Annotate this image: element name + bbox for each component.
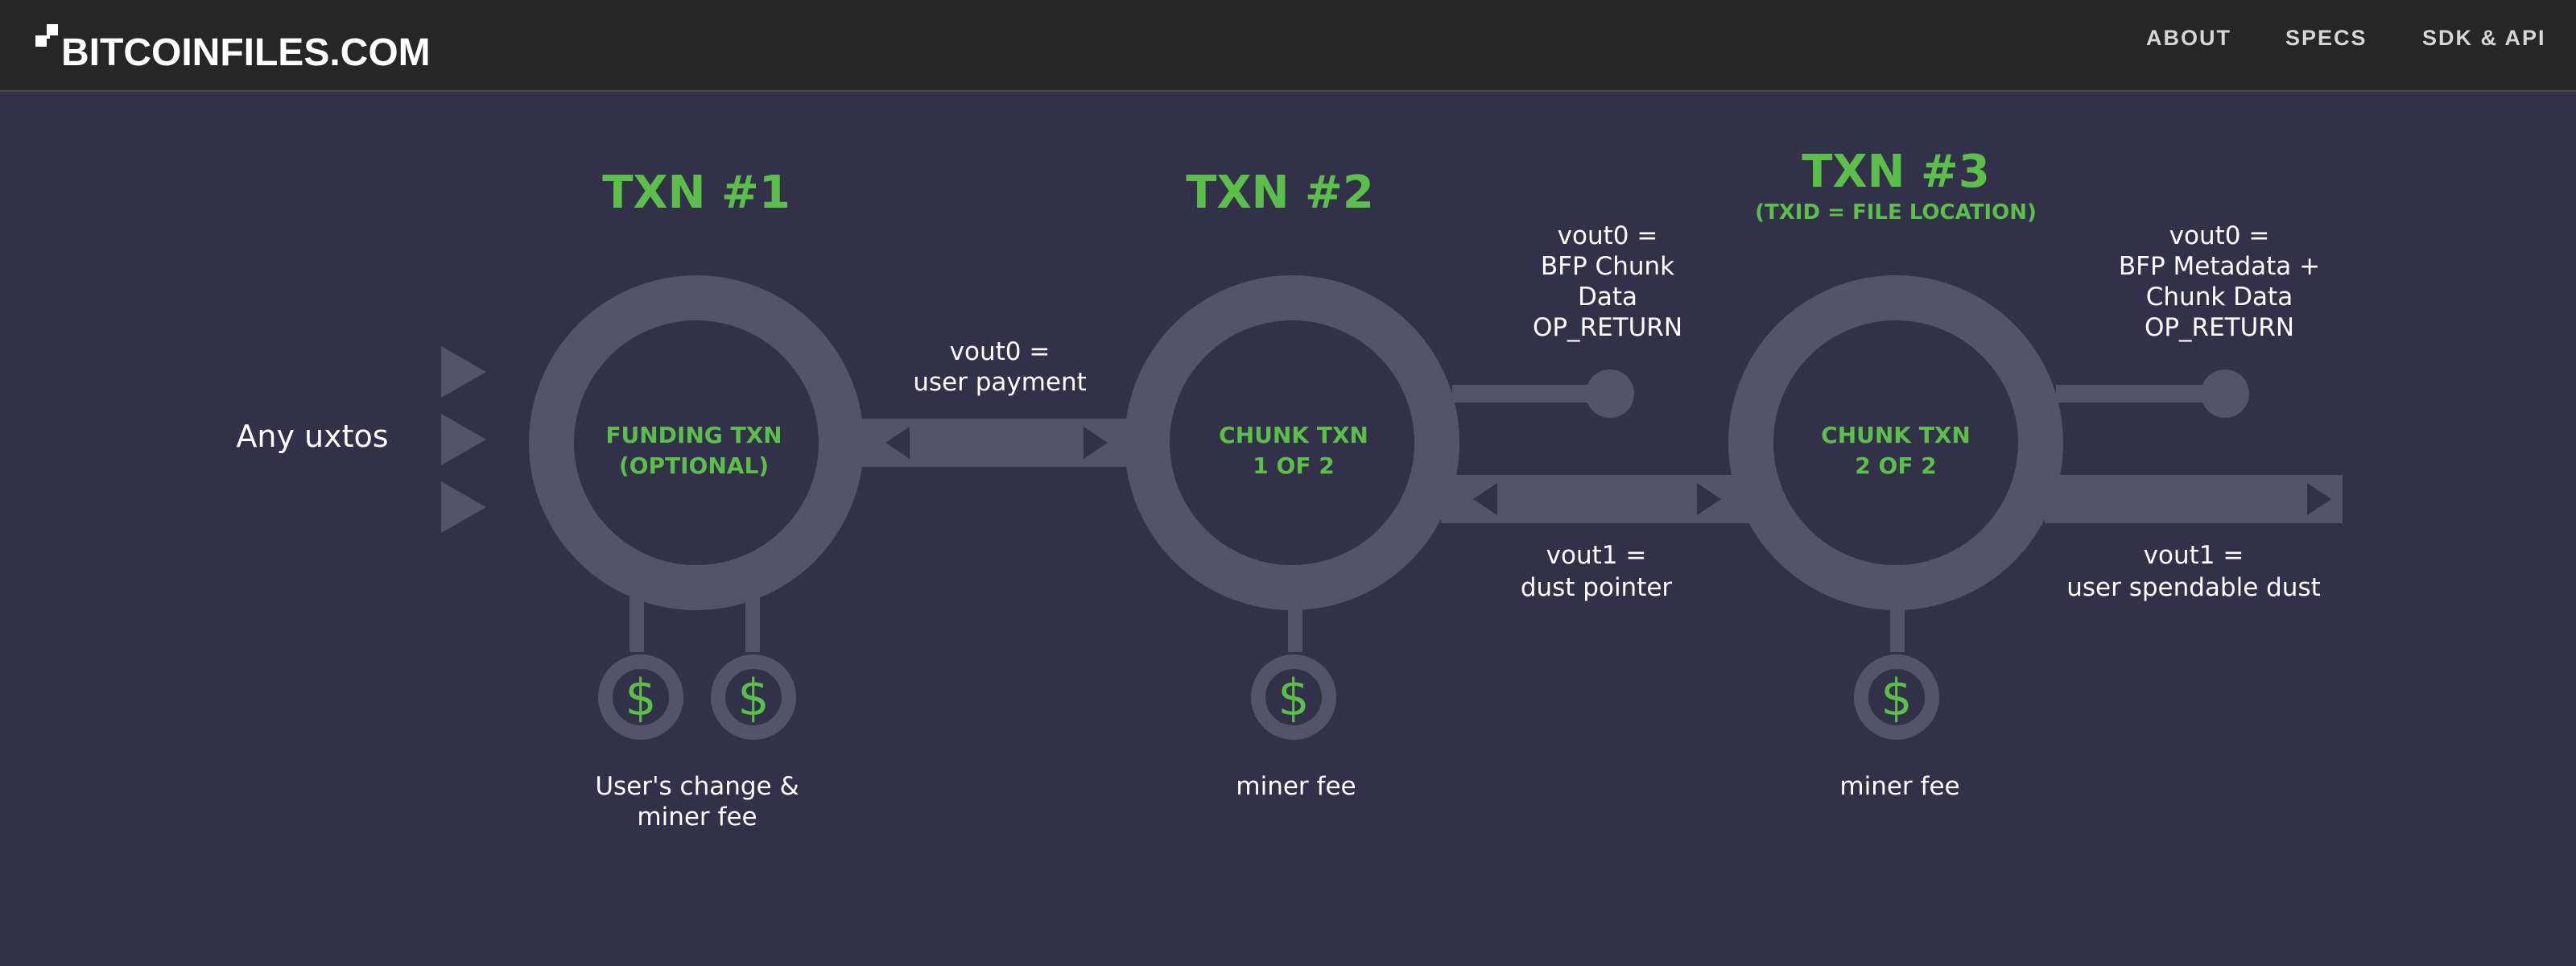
arrow-left-icon: [886, 427, 910, 459]
arrow-right-icon: [2307, 483, 2331, 515]
txn-titles: TXN #1 TXN #2 TXN #3 (TXID = FILE LOCATI…: [602, 146, 2037, 225]
txn2-title: TXN #2: [1186, 167, 1374, 219]
link1-label: vout0 =: [950, 337, 1051, 366]
txn1-ring: [529, 275, 864, 610]
link-arrowheads: [886, 427, 2331, 515]
arrow-right-icon: [1084, 427, 1108, 459]
txn3-vout0-pin-head: [2201, 369, 2249, 418]
arrow-right-icon: [1697, 483, 1721, 515]
txn2-circle-label: 1 OF 2: [1253, 452, 1334, 479]
nav-link-about[interactable]: ABOUT: [2146, 26, 2231, 50]
txn3-vout1-label: user spendable dust: [2066, 573, 2321, 602]
dollar-icon: $: [737, 668, 769, 727]
bitcoinfiles-logo-icon: [35, 24, 58, 47]
txn2-vout0-label: BFP Chunk: [1541, 252, 1674, 281]
txn2-vout1-label: vout1 =: [1546, 541, 1647, 570]
txn2-vout0-pin: [1452, 385, 1597, 402]
txn2-fee-label: miner fee: [1236, 772, 1356, 801]
arrow-left-icon: [1473, 483, 1497, 515]
txn3-fee-stem: [1890, 596, 1905, 652]
nav-link-sdk-api[interactable]: SDK & API: [2422, 26, 2546, 50]
txn2-circle-label: CHUNK TXN: [1219, 422, 1368, 448]
txn2-vout1-label: dust pointer: [1521, 573, 1673, 602]
txn2-ring: [1125, 275, 1459, 610]
dollar-icon: $: [625, 668, 656, 727]
txn1-circle-label: (OPTIONAL): [619, 452, 769, 479]
txn1-fee-label: miner fee: [637, 803, 757, 832]
dollar-coin-icon: [1251, 654, 1336, 740]
txn3-vout0-label: BFP Metadata +: [2119, 252, 2320, 281]
link1-label: user payment: [913, 368, 1087, 397]
nav-link-specs[interactable]: SPECS: [2285, 26, 2368, 50]
diagram-shapes: [441, 275, 2343, 740]
txn3-vout1-bar: [2045, 475, 2343, 523]
txn1-circle-label: FUNDING TXN: [605, 422, 782, 448]
txn2-fee-stem: [1288, 596, 1302, 652]
txn3-vout1-label: vout1 =: [2144, 541, 2244, 570]
brand-name: BITCOINFILES.COM: [61, 31, 431, 74]
txn2-vout0-label: Data: [1578, 283, 1637, 312]
txn1-fee-stem: [630, 596, 644, 652]
txn3-vout0-label: OP_RETURN: [2145, 313, 2294, 342]
txn3-title: TXN #3: [1802, 146, 1990, 198]
txn2-vout0-label: vout0 =: [1558, 221, 1658, 250]
txn3-subtitle: (TXID = FILE LOCATION): [1755, 200, 2037, 225]
txn1-title: TXN #1: [602, 167, 791, 219]
dollar-coin-icon: [711, 654, 796, 740]
txn2-vout0-pin-head: [1586, 369, 1634, 418]
txn3-vout0-pin: [2056, 385, 2217, 402]
dollar-coin-icon: [1854, 654, 1939, 740]
txn3-vout0-label: Chunk Data: [2146, 283, 2293, 312]
txn2-vout0-label: OP_RETURN: [1533, 313, 1682, 342]
dollar-icon: $: [1880, 668, 1912, 727]
top-navbar: BITCOINFILES.COM ABOUT SPECS SDK & API: [0, 0, 2576, 92]
white-labels: Any uxtos vout0 = user payment vout0 = B…: [236, 221, 2320, 832]
txn1-fee-label: User's change &: [595, 772, 799, 801]
input-arrow-icon: [441, 346, 486, 398]
input-arrow-icon: [441, 414, 486, 465]
circle-labels: FUNDING TXN (OPTIONAL) CHUNK TXN 1 OF 2 …: [605, 422, 1970, 479]
brand-logo[interactable]: BITCOINFILES.COM: [34, 13, 452, 77]
input-label: Any uxtos: [236, 419, 388, 454]
txn3-ring: [1728, 275, 2063, 610]
txn3-fee-label: miner fee: [1839, 772, 1959, 801]
txn3-circle-label: CHUNK TXN: [1821, 422, 1971, 448]
txn1-fee-stem: [745, 596, 760, 652]
txn3-circle-label: 2 OF 2: [1855, 452, 1936, 479]
dollar-signs: $ $ $ $: [625, 668, 1912, 727]
dollar-icon: $: [1278, 668, 1309, 727]
txn3-vout0-label: vout0 =: [2169, 221, 2270, 250]
dollar-coin-icon: [598, 654, 683, 740]
input-arrow-icon: [441, 481, 486, 533]
